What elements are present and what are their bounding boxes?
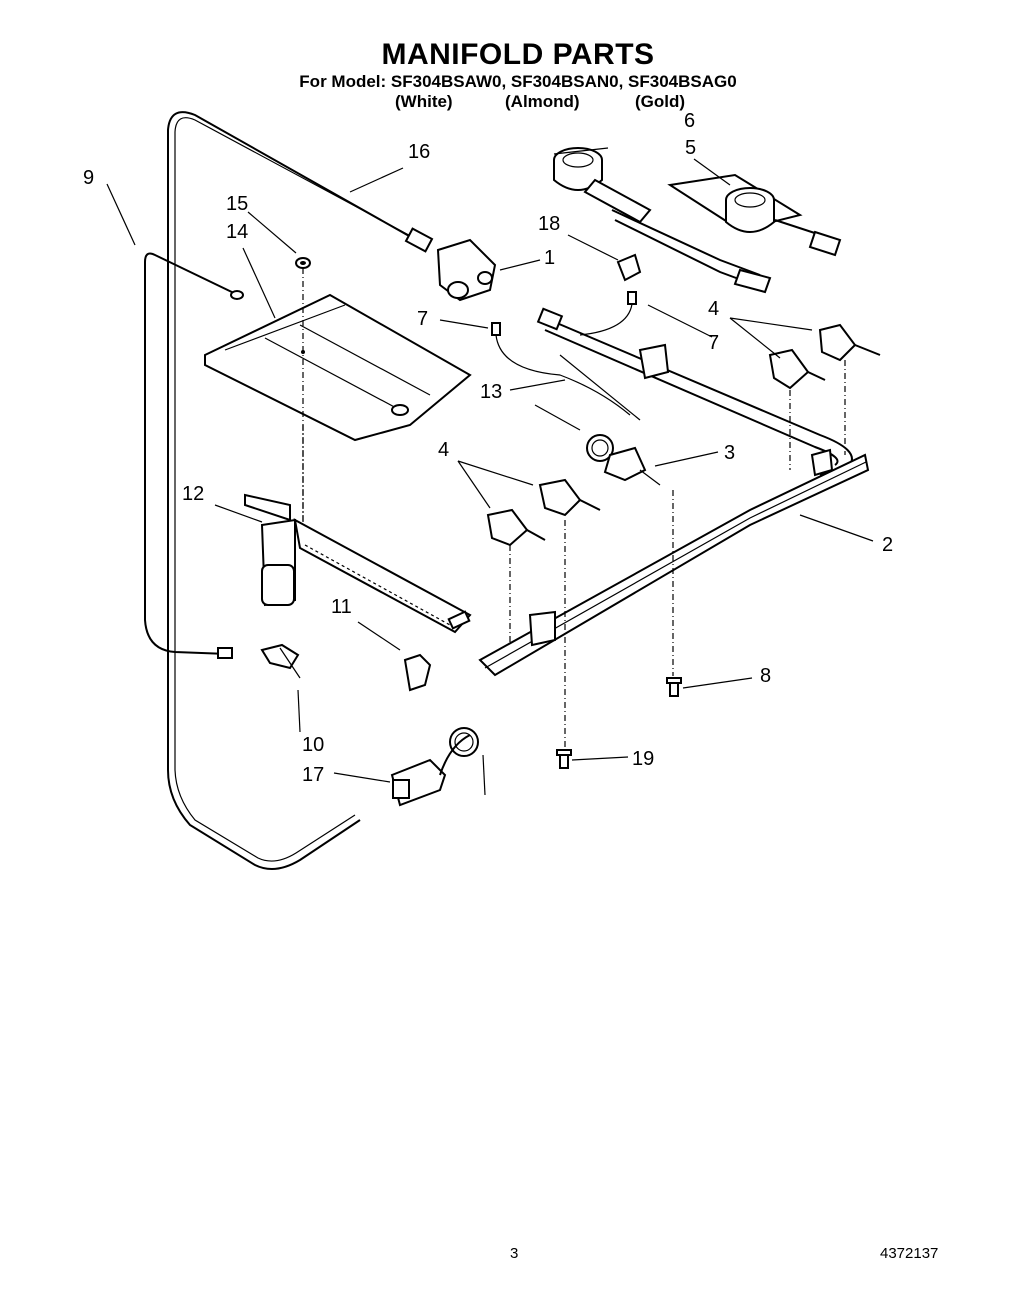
wire-tube-9 [144, 252, 244, 659]
callout-15: 15 [226, 193, 248, 215]
screw-8 [666, 677, 682, 697]
variant-white: (White) [395, 92, 453, 111]
callout-8: 8 [760, 665, 771, 687]
callout-2: 2 [882, 534, 893, 556]
valve-4-d [486, 508, 546, 547]
callout-6: 6 [684, 110, 695, 132]
burner-6 [553, 147, 772, 294]
bracket-18 [616, 253, 642, 282]
regulator-1 [436, 238, 497, 302]
valve-3 [586, 434, 661, 486]
leaders [106, 147, 874, 783]
callout-4-upper: 4 [708, 298, 719, 320]
supply-tube-16 [167, 111, 434, 870]
page-number: 3 [510, 1245, 519, 1262]
burner-5 [667, 173, 842, 257]
callout-13: 13 [480, 381, 502, 403]
callout-9: 9 [83, 167, 94, 189]
variant-almond: (Almond) [505, 92, 580, 111]
callout-7-left: 7 [417, 308, 428, 330]
screw-19 [556, 749, 572, 769]
valve-4-a [818, 323, 881, 362]
oven-burner-12 [244, 493, 472, 634]
document-number: 4372137 [880, 1245, 939, 1262]
callout-3: 3 [724, 442, 735, 464]
callout-16: 16 [408, 141, 430, 163]
callout-1: 1 [544, 247, 555, 269]
callout-12: 12 [182, 483, 204, 505]
valve-4-b [768, 348, 826, 390]
safety-valve-17 [390, 727, 486, 807]
model-numbers: For Model: SF304BSAW0, SF304BSAN0, SF304… [299, 72, 737, 91]
callout-10: 10 [302, 734, 324, 756]
manifold-2 [478, 307, 870, 677]
connector-10 [260, 643, 301, 679]
callout-5: 5 [685, 137, 696, 159]
electrode-7 [491, 291, 637, 416]
spark-wire-13 [534, 354, 641, 431]
callout-14: 14 [226, 221, 248, 243]
valve-4-c [538, 478, 601, 517]
callout-19: 19 [632, 748, 654, 770]
page-title: MANIFOLD PARTS [381, 38, 655, 71]
deflector-14 [204, 293, 472, 442]
nut-15 [295, 257, 311, 269]
callout-4-lower: 4 [438, 439, 449, 461]
callout-11: 11 [331, 596, 352, 618]
callout-17: 17 [302, 764, 324, 786]
callout-18: 18 [538, 213, 560, 235]
clip-11 [403, 653, 432, 692]
callout-7-right: 7 [708, 332, 719, 354]
variant-gold: (Gold) [635, 92, 686, 111]
